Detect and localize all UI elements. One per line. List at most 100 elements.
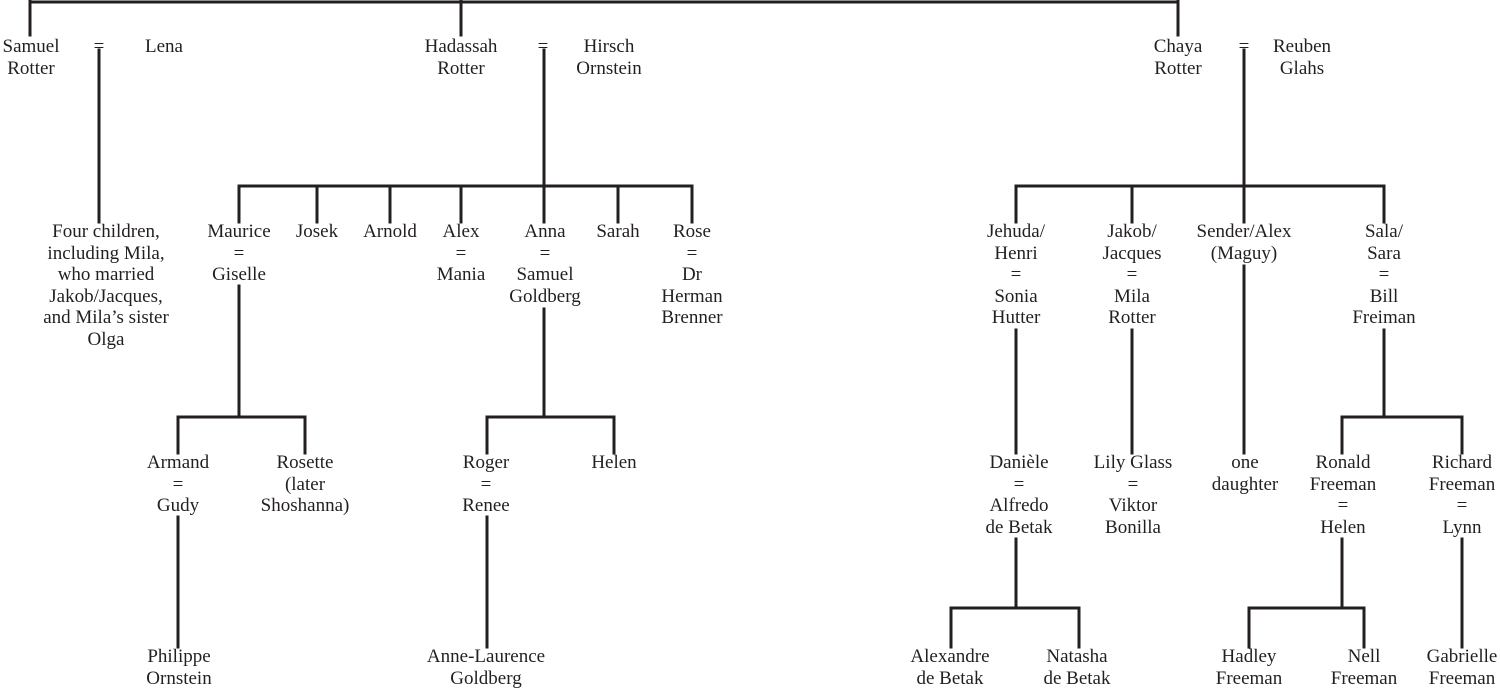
- person-node-eq-chaya-reuben: =: [1239, 36, 1250, 58]
- person-node-eq-hadassah-hirsch: =: [538, 36, 549, 58]
- person-node-line: de Betak: [1043, 667, 1111, 689]
- person-node-line: Alex: [442, 221, 480, 242]
- person-node-line: Roger: [462, 452, 510, 473]
- person-node-line: including Mila,: [47, 242, 165, 264]
- person-node-line: Olga: [87, 328, 125, 350]
- person-node-line: =: [1337, 495, 1349, 516]
- person-node-line: Shoshanna): [260, 495, 350, 516]
- person-node-line: Sara: [1367, 242, 1401, 264]
- person-node-line: =: [233, 242, 245, 264]
- person-node-line: Rotter: [1108, 307, 1156, 328]
- person-node-line: =: [686, 242, 698, 264]
- person-node-line: =: [93, 36, 105, 57]
- person-node-line: =: [1013, 473, 1025, 495]
- person-node-line: Josek: [295, 221, 339, 242]
- person-node-line: Samuel: [516, 264, 574, 285]
- person-node-line: Jacques: [1102, 242, 1162, 264]
- person-node-line: =: [539, 242, 551, 264]
- person-node-line: Hirsch: [583, 36, 635, 57]
- person-node-line: and Mila’s sister: [43, 307, 169, 328]
- person-node-line: Henri: [994, 242, 1038, 264]
- person-node-line: Hadassah: [424, 36, 498, 57]
- person-node-line: Giselle: [212, 264, 266, 285]
- person-node-line: =: [1127, 473, 1139, 495]
- person-node-lena: Lena: [145, 36, 183, 58]
- person-node-line: Sonia: [994, 285, 1038, 307]
- person-node-line: Rotter: [1154, 57, 1202, 79]
- person-node-line: =: [172, 473, 184, 495]
- person-node-line: Ornstein: [576, 57, 642, 79]
- person-node-maurice: Maurice=Giselle: [207, 221, 270, 286]
- person-node-line: Lynn: [1442, 516, 1482, 538]
- person-node-line: de Betak: [985, 516, 1053, 538]
- person-node-line: =: [480, 473, 492, 495]
- person-node-line: Chaya: [1153, 36, 1203, 57]
- person-node-line: who married: [57, 264, 155, 285]
- person-node-line: =: [537, 36, 549, 57]
- person-node-line: Hutter: [991, 307, 1041, 328]
- person-node-line: Mania: [436, 264, 486, 285]
- person-node-line: Gudy: [156, 495, 200, 516]
- person-node-line: Brenner: [661, 307, 723, 328]
- person-node-line: Anne-Laurence: [426, 646, 546, 667]
- person-node-line: Renee: [462, 495, 510, 516]
- person-node-line: Rose: [672, 221, 711, 242]
- person-node-line: (later: [284, 473, 326, 495]
- person-node-armand: Armand=Gudy: [147, 452, 209, 517]
- person-node-line: Goldberg: [450, 667, 522, 689]
- person-node-line: Sarah: [596, 221, 640, 242]
- person-node-line: Rotter: [7, 57, 55, 79]
- person-node-line: Helen: [1320, 516, 1366, 538]
- person-node-four-children: Four children,including Mila,who married…: [43, 221, 169, 350]
- person-node-line: (Maguy): [1210, 242, 1278, 264]
- person-node-line: Richard: [1431, 452, 1493, 473]
- person-node-line: Freiman: [1352, 307, 1416, 328]
- person-node-sender: Sender/Alex(Maguy): [1197, 221, 1292, 264]
- person-node-line: Glahs: [1279, 57, 1325, 79]
- person-node-line: Dr: [681, 264, 703, 285]
- person-node-line: Freeman: [1428, 473, 1496, 495]
- person-node-line: Armand: [146, 452, 210, 473]
- person-node-arnold: Arnold: [363, 221, 417, 243]
- person-node-eq-samuel-lena: =: [94, 36, 105, 58]
- person-node-alex: Alex=Mania: [437, 221, 486, 286]
- person-node-line: Samuel: [2, 36, 60, 57]
- person-node-line: Four children,: [52, 221, 160, 242]
- person-node-line: Alexandre: [910, 646, 990, 667]
- person-node-line: Ronald: [1315, 452, 1371, 473]
- person-node-line: Freeman: [1428, 667, 1496, 689]
- person-node-line: Anna: [524, 221, 566, 242]
- person-node-josek: Josek: [296, 221, 338, 243]
- person-node-line: Hadley: [1221, 646, 1277, 667]
- person-node-sarah: Sarah: [596, 221, 639, 243]
- person-node-line: Bonilla: [1105, 516, 1161, 538]
- person-node-line: =: [1238, 36, 1250, 57]
- person-node-line: Jakob/: [1107, 221, 1157, 242]
- person-node-line: Goldberg: [509, 285, 581, 307]
- person-node-line: =: [1456, 495, 1468, 516]
- person-node-line: Helen: [591, 452, 637, 473]
- person-node-line: de Betak: [916, 667, 984, 689]
- person-node-line: Lily Glass: [1093, 452, 1173, 473]
- person-node-line: Danièle: [989, 452, 1049, 473]
- person-node-line: Reuben: [1272, 36, 1332, 57]
